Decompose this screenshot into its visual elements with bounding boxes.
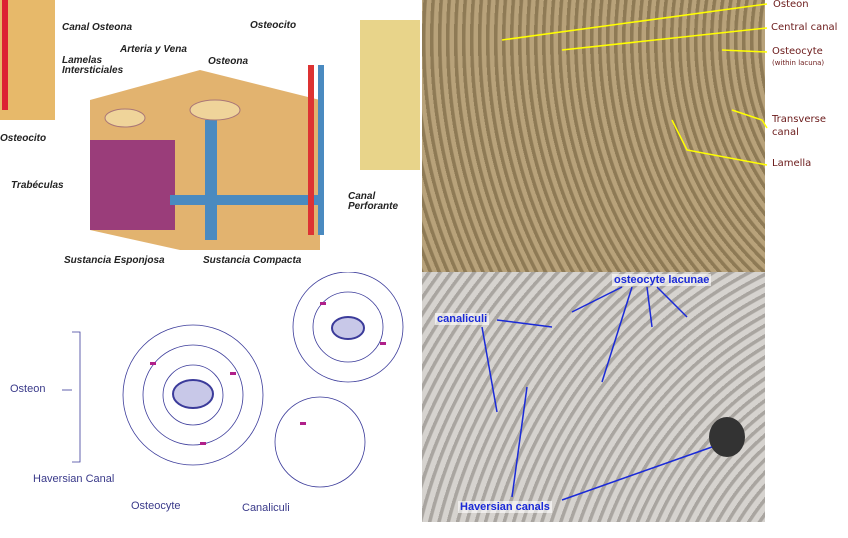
label-osteocyte: Osteocyte	[772, 46, 823, 57]
label-osteocito-right: Osteocito	[250, 20, 297, 31]
label-haversian-canal: Haversian Canal	[33, 473, 115, 485]
label-haversian-canals: Haversian canals	[458, 501, 552, 513]
label-osteocito-left: Osteocito	[0, 133, 47, 144]
label-canal-perforante: Canal Perforante	[348, 191, 399, 212]
label-central-canal: Central canal	[771, 22, 838, 33]
label-transverse: Transverse	[772, 114, 826, 125]
osteon-line-drawing	[62, 272, 404, 488]
label-trabeculas: Trabéculas	[11, 180, 64, 191]
label-canaliculi-photo: canaliculi	[435, 313, 490, 325]
label-sustancia-compacta: Sustancia Compacta	[203, 255, 302, 266]
label-within-lacuna: (within lacuna)	[772, 59, 825, 67]
photo-pointer-arrows	[481, 286, 745, 501]
label-lamella: Lamella	[772, 158, 812, 169]
bone-block-drawing	[0, 0, 420, 250]
label-osteocyte-lacunae: osteocyte lacunae	[612, 274, 712, 286]
label-osteocyte-drawing: Osteocyte	[131, 500, 181, 512]
label-canal: canal	[772, 127, 799, 138]
label-lamelas: Lamelas Intersticiales	[62, 55, 124, 76]
label-canal-osteona: Canal Osteona	[62, 22, 133, 33]
label-canaliculi-drawing: Canaliculi	[242, 502, 290, 514]
osteon-micrograph	[422, 0, 765, 272]
spanish-bone-illustration: Canal Osteona Arteria y Vena Lamelas Int…	[0, 0, 424, 272]
label-osteon-drawing: Osteon	[10, 383, 46, 395]
label-osteona: Osteona	[208, 56, 249, 67]
label-sustancia-esponjosa: Sustancia Esponjosa	[64, 255, 165, 266]
label-osteon: Osteon	[773, 0, 809, 10]
micrograph-pointer-lines	[501, 3, 768, 166]
label-arteria-vena: Arteria y Vena	[120, 44, 187, 55]
